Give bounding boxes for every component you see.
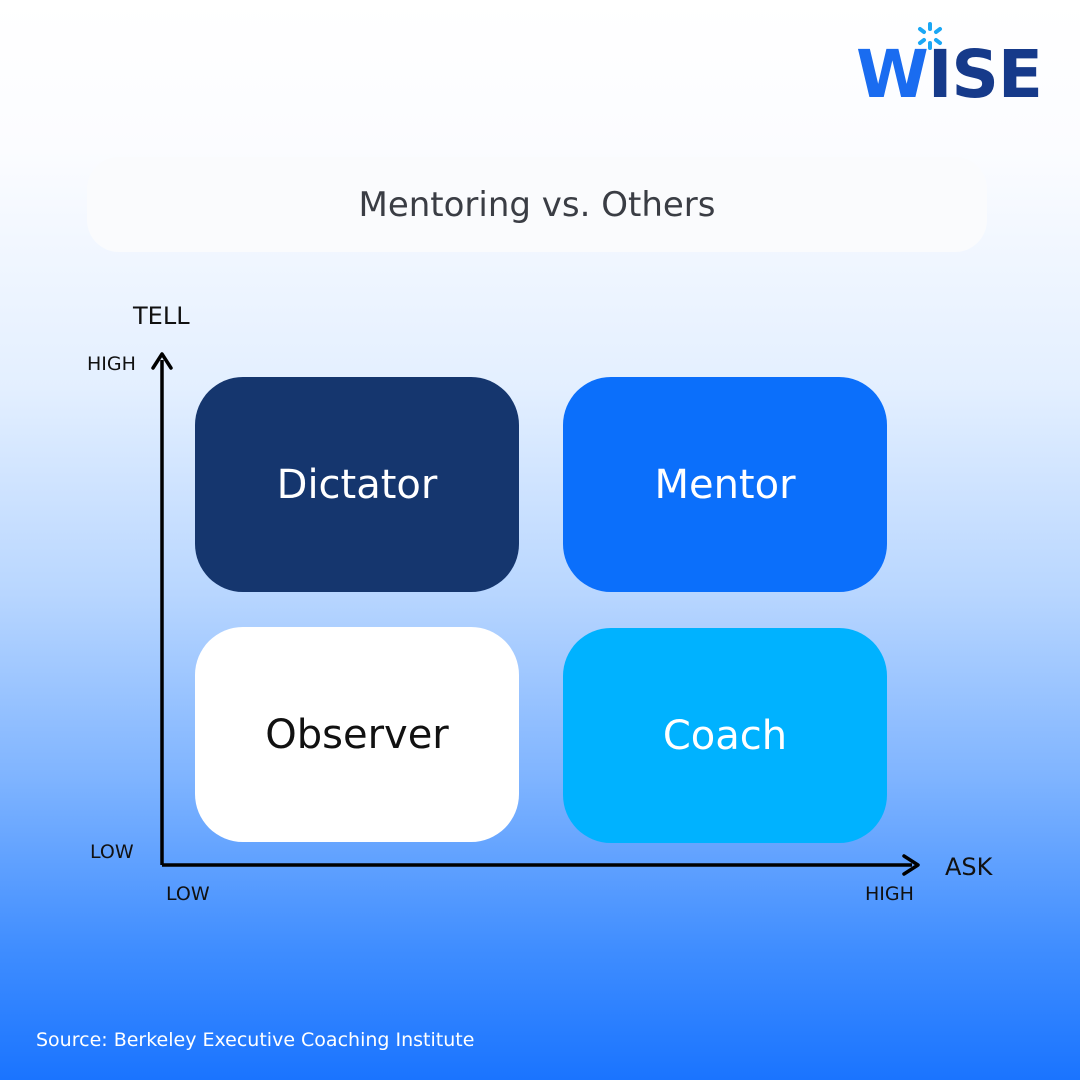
spark-icon (918, 22, 942, 50)
x-axis-arrow (902, 854, 920, 876)
quadrant-mentor: Mentor (563, 377, 887, 592)
wise-logo: WISE (856, 22, 1046, 112)
logo-rest: ISE (927, 36, 1043, 113)
quadrant-dictator: Dictator (195, 377, 519, 592)
quadrant-observer: Observer (195, 627, 519, 842)
source-note: Source: Berkeley Executive Coaching Inst… (36, 1029, 475, 1051)
quadrant-coach: Coach (563, 628, 887, 843)
y-axis-title: TELL (133, 302, 190, 330)
y-axis-arrow (151, 352, 173, 370)
logo-w: W (856, 36, 929, 113)
logo-wordmark: WISE (856, 40, 1043, 110)
x-axis-high: HIGH (865, 883, 914, 905)
page-title: Mentoring vs. Others (87, 157, 987, 252)
x-axis-title: ASK (945, 853, 993, 881)
y-axis-high: HIGH (87, 353, 136, 375)
x-axis-low: LOW (166, 883, 210, 905)
y-axis-low: LOW (90, 841, 134, 863)
